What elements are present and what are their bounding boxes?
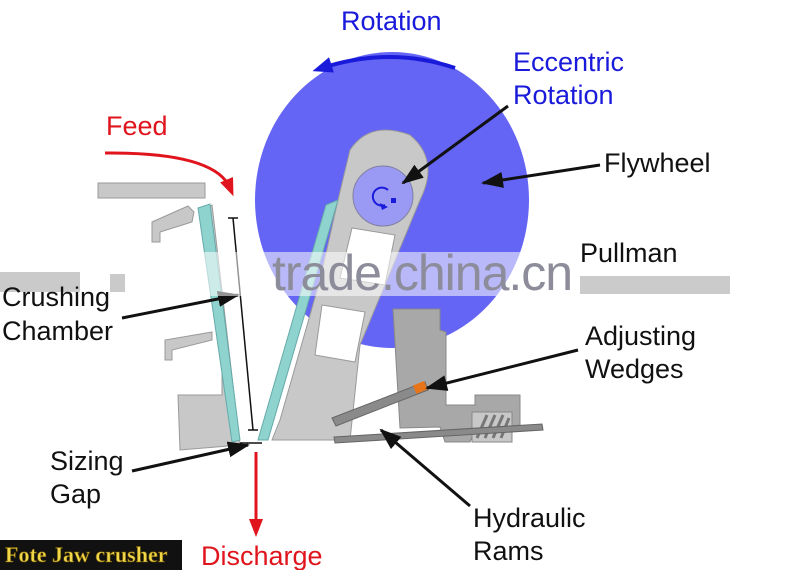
label-hydraulic-line1: Hydraulic bbox=[473, 503, 586, 533]
hydraulic-pointer-arrow bbox=[379, 428, 471, 508]
flywheel-pointer-arrow bbox=[481, 163, 601, 188]
label-hydraulic-line2: Rams bbox=[473, 536, 544, 566]
watermark-text: trade.china.cn bbox=[272, 245, 572, 301]
label-sizing-line1: Sizing bbox=[50, 446, 124, 476]
label-discharge: Discharge bbox=[201, 541, 323, 570]
crushing-pointer-arrow bbox=[121, 291, 240, 320]
label-flywheel: Flywheel bbox=[604, 148, 711, 178]
watermark-blur-marks bbox=[0, 272, 730, 294]
label-rotation: Rotation bbox=[341, 6, 442, 36]
jaw-window-lower bbox=[314, 304, 366, 363]
sizing-pointer-arrow bbox=[131, 441, 250, 473]
label-pullman: Pullman bbox=[580, 238, 678, 268]
rotation-arrow bbox=[312, 55, 456, 73]
chamber-dimension-line bbox=[232, 217, 254, 431]
eccentric-shaft bbox=[352, 165, 414, 227]
eccentric-pointer-arrow bbox=[401, 104, 509, 185]
brand-badge-text: Fote Jaw crusher bbox=[5, 542, 168, 567]
eccentric-arrowhead-icon bbox=[380, 203, 388, 210]
label-crushing-line2: Chamber bbox=[2, 316, 113, 346]
label-eccentric-line2: Rotation bbox=[513, 80, 614, 110]
eccentric-center-marker bbox=[391, 198, 396, 203]
adjusting-wedge bbox=[412, 381, 428, 394]
label-sizing-line2: Gap bbox=[50, 479, 101, 509]
adjusting-pointer-arrow bbox=[425, 348, 579, 391]
feed-arrow bbox=[104, 151, 234, 197]
label-adjusting-line2: Wedges bbox=[585, 354, 684, 384]
feed-plate bbox=[97, 182, 206, 199]
brand-badge bbox=[0, 540, 182, 570]
label-eccentric-line1: Eccentric bbox=[513, 47, 624, 77]
watermark-band bbox=[0, 252, 750, 296]
label-crushing-line1: Crushing bbox=[2, 282, 110, 312]
eccentric-rotation-icon bbox=[371, 186, 389, 207]
label-adjusting-line1: Adjusting bbox=[585, 321, 696, 351]
label-feed: Feed bbox=[106, 111, 168, 141]
fixed-jaw-frame bbox=[151, 204, 241, 451]
